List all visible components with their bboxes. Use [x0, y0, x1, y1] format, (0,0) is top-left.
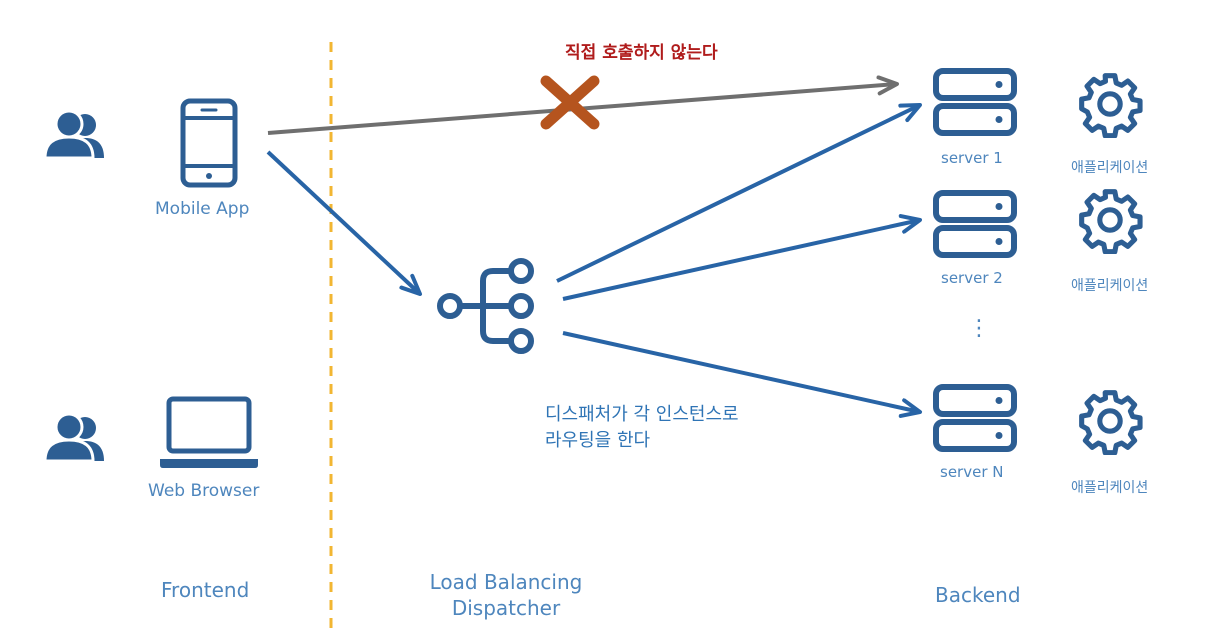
server-label: server 2: [941, 269, 1003, 287]
backend-section-label: Backend: [935, 583, 1021, 607]
application-label: 애플리케이션: [1071, 480, 1149, 496]
app-to-dispatcher-arrow: [266, 150, 422, 296]
application-label: 애플리케이션: [1071, 160, 1149, 176]
dispatcher-note: 디스패처가 각 인스턴스로 라우팅을 한다: [545, 404, 739, 451]
dispatcher-to-server1-arrow: [556, 103, 922, 283]
user-group-icon: [43, 110, 106, 158]
frontend-section-label: Frontend: [161, 578, 250, 602]
server-icon: [936, 193, 1014, 255]
direct-call-note: 직접 호출하지 않는다: [565, 43, 718, 63]
mobile-phone-icon: [180, 98, 238, 188]
server-label: server 1: [941, 149, 1003, 167]
server-icon: [936, 387, 1014, 449]
gear-icon: [1082, 393, 1140, 453]
gear-icon: [1082, 192, 1140, 252]
server-label: server N: [940, 463, 1004, 481]
server-icon: [936, 71, 1014, 133]
server-ellipsis: ⋮: [968, 316, 990, 341]
user-group-icon: [43, 413, 106, 461]
gear-icon: [1082, 76, 1140, 136]
application-label: 애플리케이션: [1071, 278, 1149, 294]
dispatcher-to-serverN-arrow: [562, 331, 922, 418]
laptop-icon: [160, 396, 258, 468]
dispatcher-section-label: Load Balancing Dispatcher: [429, 570, 583, 620]
mobile-app-label: Mobile App: [155, 199, 250, 219]
dispatcher-to-server2-arrow: [562, 214, 922, 301]
dispatcher-icon: [437, 258, 534, 354]
blocked-cross-icon: [540, 75, 600, 130]
web-browser-label: Web Browser: [148, 481, 260, 501]
